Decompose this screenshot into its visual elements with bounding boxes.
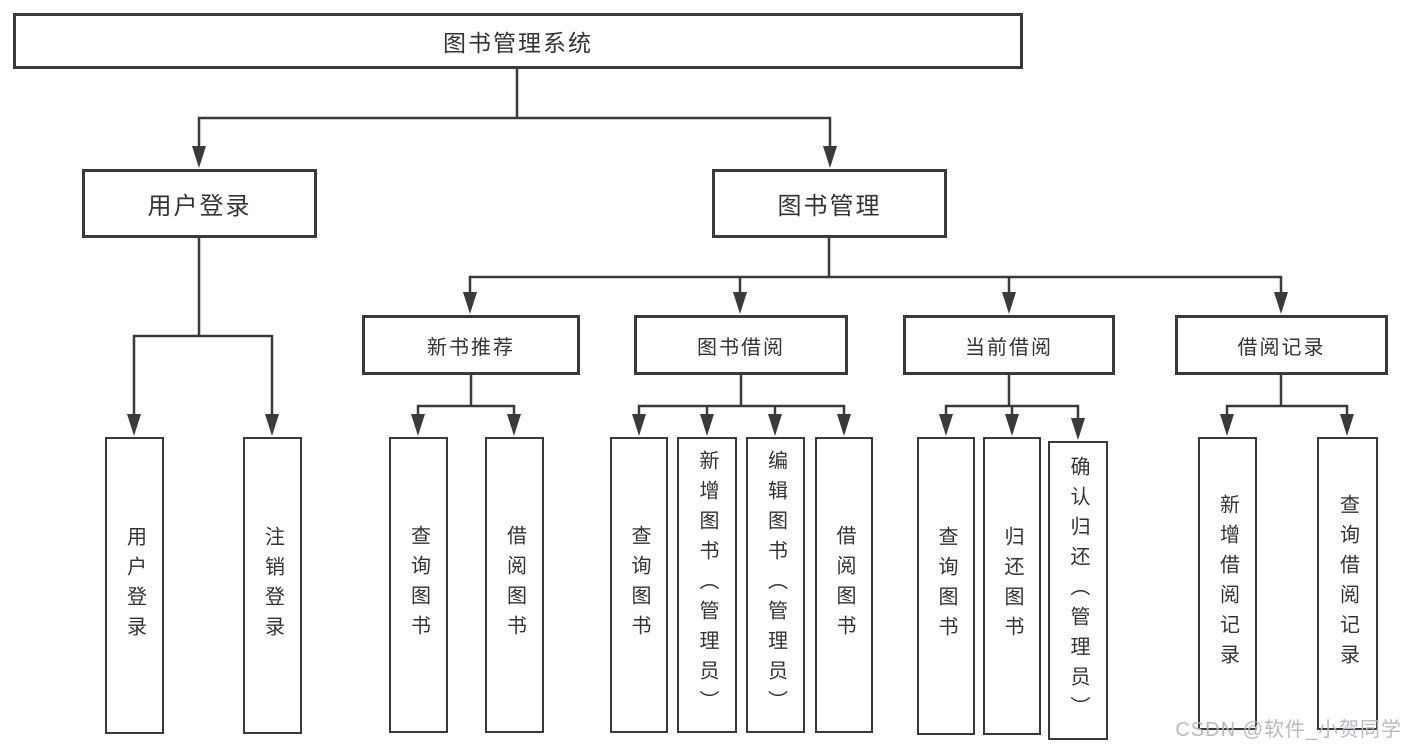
node-new-book-recommendation: 新书推荐 bbox=[362, 315, 580, 375]
node-library-management-system: 图书管理系统 bbox=[13, 13, 1023, 69]
node-label: 查询图书 bbox=[407, 525, 430, 645]
arrowhead bbox=[411, 414, 425, 436]
node-return-books: 归还图书 bbox=[983, 437, 1041, 735]
node-label: 借阅图书 bbox=[833, 525, 855, 645]
arrowhead bbox=[127, 414, 141, 436]
node-label: 新增图书（管理员） bbox=[696, 450, 718, 720]
arrowhead bbox=[192, 146, 206, 168]
node-user-login: 用户登录 bbox=[82, 169, 317, 238]
node-book-borrowing: 图书借阅 bbox=[634, 315, 848, 375]
node-label: 查询借阅记录 bbox=[1336, 493, 1359, 674]
node-confirm-return-admin: 确认归还（管理员） bbox=[1048, 441, 1108, 740]
node-label: 新书推荐 bbox=[427, 336, 515, 359]
arrowhead bbox=[1005, 414, 1019, 436]
arrowhead bbox=[1340, 414, 1354, 436]
node-logout: 注销登录 bbox=[243, 437, 302, 734]
node-query-books-bb: 查询图书 bbox=[610, 437, 668, 733]
node-borrowing-records: 借阅记录 bbox=[1175, 315, 1388, 375]
node-add-books-admin: 新增图书（管理员） bbox=[677, 437, 737, 733]
book-mgmt-fan-line bbox=[468, 236, 1283, 296]
arrowhead bbox=[632, 414, 646, 436]
arrowhead bbox=[733, 292, 747, 314]
node-add-borrow-record: 新增借阅记录 bbox=[1198, 437, 1257, 730]
arrowhead bbox=[1220, 414, 1234, 436]
node-borrow-books-bb: 借阅图书 bbox=[815, 437, 873, 733]
node-label: 编辑图书（管理员） bbox=[764, 450, 787, 720]
node-label: 注销登录 bbox=[261, 525, 284, 646]
node-label: 借阅记录 bbox=[1237, 336, 1326, 359]
node-label: 归还图书 bbox=[1001, 526, 1023, 646]
node-label: 新增借阅记录 bbox=[1216, 493, 1239, 674]
node-label: 图书借阅 bbox=[697, 336, 785, 359]
node-label: 图书管理系统 bbox=[443, 30, 593, 56]
node-borrow-books-rec: 借阅图书 bbox=[485, 437, 544, 733]
book-borrow-fan-line bbox=[637, 373, 846, 418]
arrowhead bbox=[837, 414, 851, 436]
user-login-fan-line bbox=[132, 236, 274, 418]
arrowhead bbox=[700, 414, 714, 436]
node-label: 查询图书 bbox=[628, 525, 650, 645]
arrowhead bbox=[1071, 418, 1085, 440]
arrowhead bbox=[463, 292, 477, 314]
new-rec-fan-line bbox=[416, 373, 516, 418]
node-label: 用户登录 bbox=[147, 193, 252, 220]
csdn-watermark: CSDN @软件_小贺同学 bbox=[1175, 719, 1402, 741]
node-query-books-rec: 查询图书 bbox=[389, 437, 448, 733]
current-borrow-fan-line bbox=[944, 373, 1080, 422]
node-label: 当前借阅 bbox=[965, 336, 1053, 359]
node-user-login-leaf: 用户登录 bbox=[105, 437, 164, 734]
node-label: 确认归还（管理员） bbox=[1067, 455, 1089, 726]
arrowhead bbox=[823, 146, 837, 168]
node-label: 图书管理 bbox=[777, 193, 882, 220]
arrowhead bbox=[1002, 292, 1016, 314]
node-label: 查询图书 bbox=[935, 526, 957, 646]
node-book-management: 图书管理 bbox=[712, 169, 947, 238]
arrowhead bbox=[1274, 292, 1288, 314]
arrowhead bbox=[939, 414, 953, 436]
arrowhead bbox=[768, 414, 782, 436]
node-label: 用户登录 bbox=[123, 525, 146, 646]
node-query-books-cb: 查询图书 bbox=[917, 437, 975, 735]
arrowhead bbox=[265, 414, 279, 436]
borrow-records-fan-line bbox=[1225, 373, 1349, 418]
node-current-borrowing: 当前借阅 bbox=[903, 315, 1115, 375]
arrowhead bbox=[507, 414, 521, 436]
root-fan-line bbox=[197, 67, 832, 152]
node-query-borrow-record: 查询借阅记录 bbox=[1317, 437, 1378, 730]
node-edit-books-admin: 编辑图书（管理员） bbox=[746, 437, 805, 733]
node-label: 借阅图书 bbox=[503, 525, 526, 645]
